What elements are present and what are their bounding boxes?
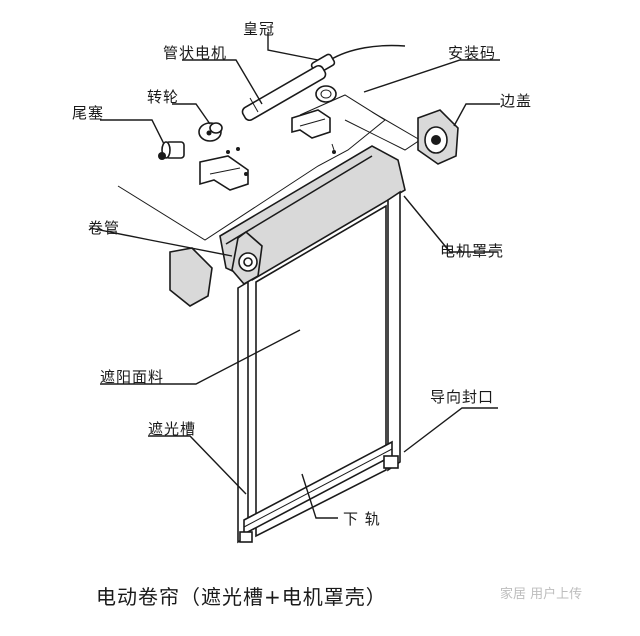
watermark-text: 家居 用户上传 (500, 586, 582, 602)
diagram-title: 电动卷帘（遮光槽+电机罩壳） (96, 585, 387, 609)
label-guide-seal: 导向封口 (430, 388, 494, 406)
end-plug-part (158, 141, 185, 160)
leader-lines (89, 32, 500, 519)
label-side-cap: 边盖 (500, 92, 532, 110)
label-tubular-motor: 管状电机 (163, 44, 227, 62)
fabric-panel (255, 204, 387, 538)
label-crown: 皇冠 (243, 20, 275, 38)
label-mounting-bracket: 安装码 (448, 44, 496, 62)
label-roller-tube: 卷管 (88, 219, 120, 237)
idler-wheel-part (198, 122, 223, 142)
assembly-outline-right (344, 111, 421, 151)
label-end-plug: 尾塞 (72, 104, 104, 122)
side-cap-right (417, 109, 459, 165)
ring-part (315, 85, 337, 103)
mounting-bracket-upper (291, 109, 336, 154)
motor-cover-cassette (219, 145, 406, 286)
mounting-bracket-lower (199, 147, 249, 191)
label-light-blocking-channel: 遮光槽 (148, 420, 196, 438)
tubular-motor-part (241, 64, 327, 122)
label-blackout-fabric: 遮阳面料 (100, 368, 164, 386)
side-cap-left (169, 247, 213, 307)
motor-cable (329, 44, 406, 61)
label-idler-wheel: 转轮 (147, 88, 179, 106)
assembly-outline (117, 94, 386, 241)
light-blocking-channels (237, 190, 401, 544)
label-motor-cover: 电机罩壳 (440, 242, 504, 260)
guide-seal-part (239, 455, 399, 543)
label-bottom-rail: 下 轨 (343, 510, 381, 528)
labels: 皇冠 管状电机 转轮 尾塞 安装码 边盖 卷管 电机罩壳 遮阳面料 导向封口 遮… (72, 20, 532, 528)
